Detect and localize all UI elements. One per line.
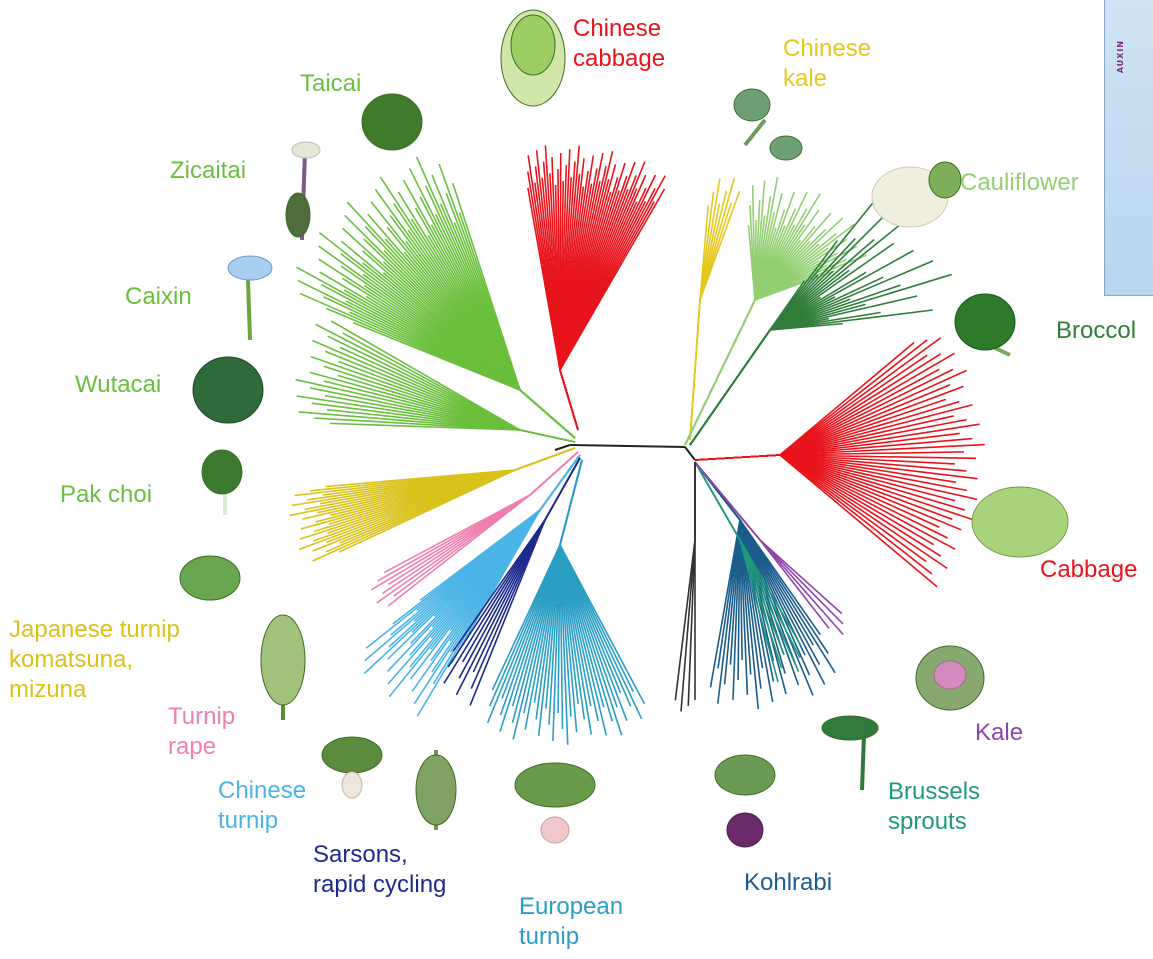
japanese-turnip-branch	[515, 448, 575, 470]
brussels-sprouts-photo	[822, 716, 878, 740]
kale-branch	[695, 462, 760, 540]
brassica-rapa-green-branch	[520, 390, 575, 438]
chinese-turnip-photo	[342, 772, 362, 798]
zicaitai-photo	[286, 193, 310, 237]
tree-backbone	[685, 447, 695, 460]
broccoli-branch	[690, 330, 770, 445]
tree-branches	[290, 145, 985, 744]
cabbage-branch	[780, 353, 955, 455]
label-caixin: Caixin	[125, 282, 192, 312]
chinese-kale-branch	[700, 191, 740, 300]
taicai-photo	[362, 94, 422, 150]
label-chinese-turnip: Chinese turnip	[218, 776, 306, 836]
cabbage-branch	[780, 455, 974, 520]
kohlrabi-photo	[727, 813, 763, 847]
brussels-sprouts-photo	[862, 735, 864, 790]
cabbage-branch	[780, 455, 934, 545]
chinese-cabbage-branch	[560, 370, 578, 430]
brussels-sprouts-branch	[695, 462, 740, 540]
label-zicaitai: Zicaitai	[170, 156, 246, 186]
chinese-kale-photo	[770, 136, 802, 160]
label-chinese-kale: Chinese kale	[783, 34, 871, 94]
tree-backbone	[570, 445, 685, 447]
japanese-turnip-photo	[180, 556, 240, 600]
kale-photo	[934, 661, 966, 689]
broccoli-photo	[995, 348, 1010, 355]
cabbage-photo	[972, 487, 1068, 557]
european-turnip-photo	[541, 817, 569, 843]
label-taicai: Taicai	[300, 69, 361, 99]
broccoli-photo	[955, 294, 1015, 350]
sarsons-photo	[416, 755, 456, 825]
cabbage-branch	[780, 370, 967, 455]
auxin-inset-panel	[1104, 0, 1153, 296]
chinese-kale-photo	[745, 120, 765, 145]
auxin-inset-label: AUXIN	[1116, 40, 1125, 73]
european-turnip-photo	[515, 763, 595, 807]
kohlrabi-photo	[715, 755, 775, 795]
label-brussels-sprouts: Brussels sprouts	[888, 777, 980, 837]
chinese-kale-branch	[690, 300, 700, 440]
turnip-rape-photo	[261, 615, 305, 705]
label-european-turnip: European turnip	[519, 892, 623, 952]
label-wutacai: Wutacai	[75, 370, 161, 400]
chinese-turnip-photo	[322, 737, 382, 773]
label-pak-choi: Pak choi	[60, 480, 152, 510]
caixin-photo	[248, 280, 250, 340]
cauliflower-photo	[929, 162, 961, 198]
zicaitai-photo	[292, 142, 320, 158]
chinese-kale-photo	[734, 89, 770, 121]
label-turnip-rape: Turnip rape	[168, 702, 235, 762]
label-cauliflower: Cauliflower	[960, 168, 1079, 198]
chinese-turnip-branch	[540, 455, 580, 510]
vegetable-photos	[180, 10, 1068, 847]
cabbage-branch	[780, 399, 946, 455]
label-cabbage: Cabbage	[1040, 555, 1137, 585]
kohlrabi-branch	[710, 520, 740, 687]
pak-choi-photo	[202, 450, 242, 494]
label-kohlrabi: Kohlrabi	[744, 868, 832, 898]
caixin-photo	[228, 256, 272, 280]
label-broccoli: Broccol	[1056, 316, 1136, 346]
tree-backbone	[555, 445, 570, 450]
label-sarsons: Sarsons, rapid cycling	[313, 840, 446, 900]
cabbage-branch	[695, 455, 780, 460]
wutacai-photo	[193, 357, 263, 423]
label-kale: Kale	[975, 718, 1023, 748]
label-chinese-cabbage: Chinese cabbage	[573, 14, 665, 74]
chinese-cabbage-photo	[511, 15, 555, 75]
label-japanese-turnip: Japanese turnip komatsuna, mizuna	[9, 615, 180, 705]
unassigned-branch	[681, 540, 695, 711]
